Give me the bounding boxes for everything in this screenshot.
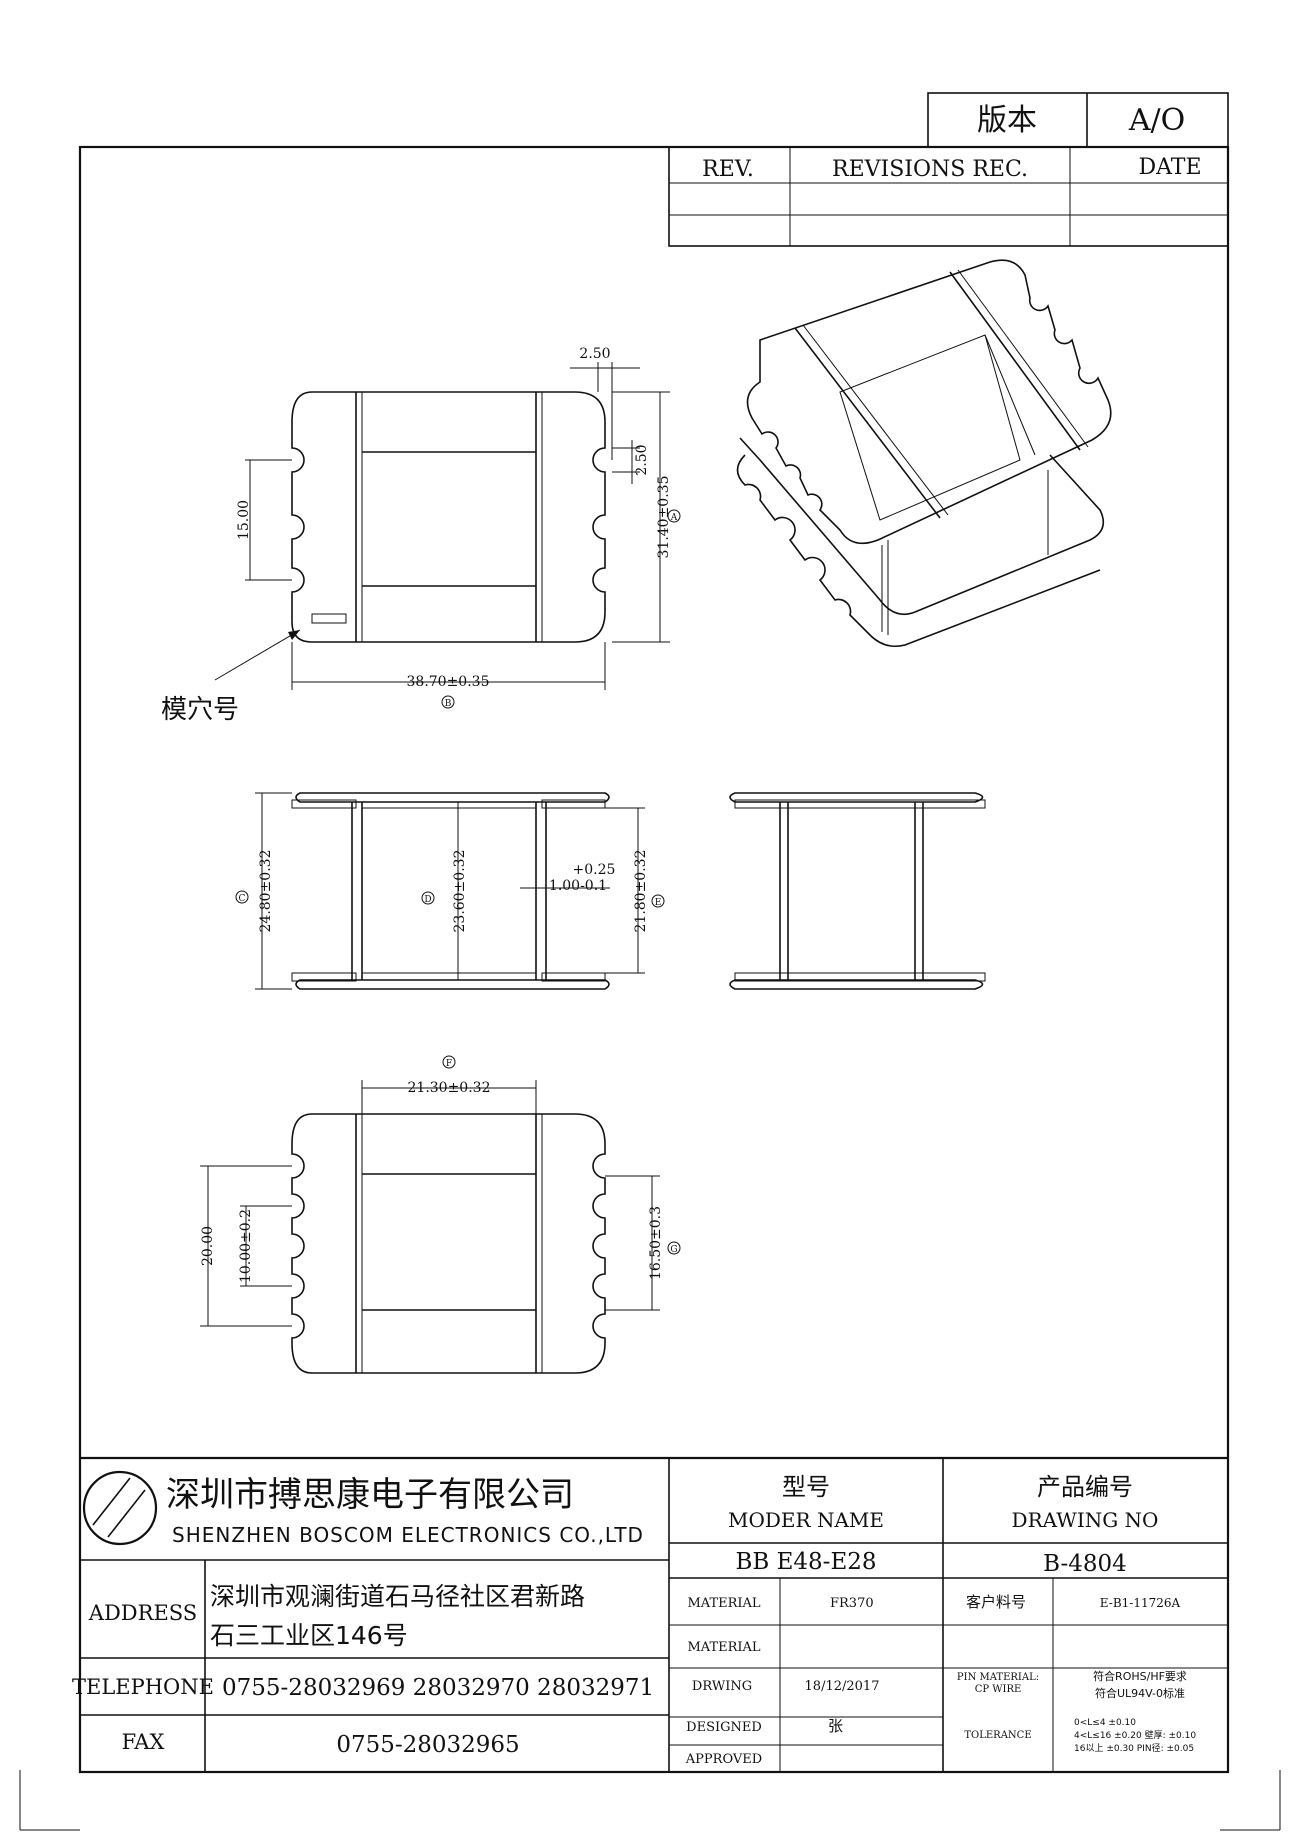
front-view: 24.80±0.32 C 23.60±0.32 D +0.25 1.00-0.1… bbox=[235, 792, 665, 990]
model-value: BB E48-E28 bbox=[736, 1549, 877, 1575]
revision-box: 版本 A/O bbox=[927, 92, 1229, 148]
drawing-label-cn: 产品编号 bbox=[1037, 1473, 1133, 1501]
dim-front-inner: 23.60±0.32 bbox=[452, 850, 468, 933]
tolerance-label: TOLERANCE bbox=[964, 1730, 1031, 1741]
pin-note-1: 符合ROHS/HF要求 bbox=[1093, 1669, 1187, 1683]
mold-cavity-mark bbox=[311, 613, 347, 624]
fax-label: FAX bbox=[122, 1730, 165, 1754]
tolerance-3: 16以上 ±0.30 PIN径: ±0.05 bbox=[1074, 1742, 1194, 1754]
drawing-frame bbox=[78, 145, 1230, 1774]
telephone-label: TELEPHONE bbox=[72, 1675, 214, 1699]
drawing-value: B-4804 bbox=[1043, 1551, 1127, 1577]
dim-front-flange: 21.80±0.32 bbox=[633, 850, 649, 933]
dim-top-width: 38.70±0.35 bbox=[407, 674, 490, 690]
designed-value: 张 bbox=[828, 1717, 843, 1735]
rev-col-header: REV. bbox=[702, 157, 754, 182]
address-line-1: 深圳市观澜街道石马径社区君新路 bbox=[210, 1582, 585, 1611]
version-value: A/O bbox=[1128, 103, 1185, 138]
dim-top-pitch: 2.50 bbox=[579, 346, 610, 362]
pin-material-label-1: PIN MATERIAL: bbox=[957, 1672, 1039, 1683]
drawing-label-en: DRAWING NO bbox=[1012, 1508, 1159, 1532]
material2-label: MATERIAL bbox=[687, 1640, 760, 1655]
telephone-value: 0755-28032969 28032970 28032971 bbox=[222, 1675, 654, 1701]
side-view bbox=[729, 792, 986, 990]
material-value: FR370 bbox=[830, 1596, 874, 1611]
top-view: 模穴号 2.50 2.50 31.40±0.35 A 15.00 38.70±0… bbox=[161, 346, 681, 725]
tolerance-2: 4<L≤16 ±0.20 壁厚: ±0.10 bbox=[1074, 1729, 1196, 1741]
ref-g: G bbox=[670, 1245, 677, 1255]
address-line-2: 石三工业区146号 bbox=[210, 1621, 408, 1650]
ref-e: E bbox=[655, 898, 662, 908]
dim-bottom-span: 20.00 bbox=[200, 1226, 216, 1266]
isometric-view bbox=[736, 259, 1112, 648]
company-logo bbox=[82, 1470, 158, 1546]
company-name-cn: 深圳市搏思康电子有限公司 bbox=[166, 1475, 574, 1515]
dim-bottom-pin: 10.00±0.2 bbox=[238, 1209, 254, 1283]
dim-top-pitch-v: 2.50 bbox=[634, 444, 650, 475]
title-block: 深圳市搏思康电子有限公司 SHENZHEN BOSCOM ELECTRONICS… bbox=[72, 1456, 1228, 1772]
dim-front-wall-plus: +0.25 bbox=[573, 862, 616, 878]
company-name-en: SHENZHEN BOSCOM ELECTRONICS CO.,LTD bbox=[172, 1523, 644, 1547]
designed-label: DESIGNED bbox=[686, 1720, 762, 1735]
dim-top-span: 15.00 bbox=[236, 500, 252, 540]
dim-top-height: 31.40±0.35 bbox=[656, 476, 672, 559]
drwing-value: 18/12/2017 bbox=[805, 1679, 880, 1694]
pin-note-2: 符合UL94V-0标准 bbox=[1095, 1686, 1185, 1700]
ref-b: B bbox=[445, 699, 452, 709]
tolerance-1: 0<L≤4 ±0.10 bbox=[1074, 1718, 1136, 1728]
bottom-view: 21.30±0.32 F 20.00 10.00±0.2 16.50±0.3 G bbox=[200, 1055, 681, 1374]
pin-material-label-2: CP WIRE bbox=[975, 1684, 1022, 1695]
ref-f: F bbox=[446, 1059, 452, 1069]
dim-front-wall: 1.00-0.1 bbox=[549, 878, 607, 894]
dim-bottom-width: 21.30±0.32 bbox=[408, 1080, 491, 1096]
dim-front-height: 24.80±0.32 bbox=[258, 850, 274, 933]
address-label: ADDRESS bbox=[88, 1601, 197, 1625]
corner-marks bbox=[19, 1770, 1281, 1831]
customer-part-value: E-B1-11726A bbox=[1100, 1596, 1181, 1610]
mold-label: 模穴号 bbox=[161, 695, 239, 725]
fax-value: 0755-28032965 bbox=[336, 1732, 519, 1758]
revision-table: REV. REVISIONS REC. DATE bbox=[668, 146, 1229, 247]
ref-d: D bbox=[424, 895, 431, 905]
approved-label: APPROVED bbox=[685, 1752, 762, 1767]
ref-c: C bbox=[239, 894, 246, 904]
version-label: 版本 bbox=[977, 103, 1037, 138]
material-label: MATERIAL bbox=[687, 1596, 760, 1611]
model-label-en: MODER NAME bbox=[728, 1508, 884, 1532]
date-col-header: DATE bbox=[1138, 155, 1201, 180]
ref-a: A bbox=[670, 513, 678, 523]
dim-bottom-height: 16.50±0.3 bbox=[648, 1206, 664, 1280]
model-label-cn: 型号 bbox=[782, 1473, 830, 1501]
drwing-label: DRWING bbox=[692, 1679, 752, 1694]
customer-part-label: 客户料号 bbox=[966, 1593, 1026, 1611]
revisions-rec-col-header: REVISIONS REC. bbox=[832, 157, 1028, 182]
